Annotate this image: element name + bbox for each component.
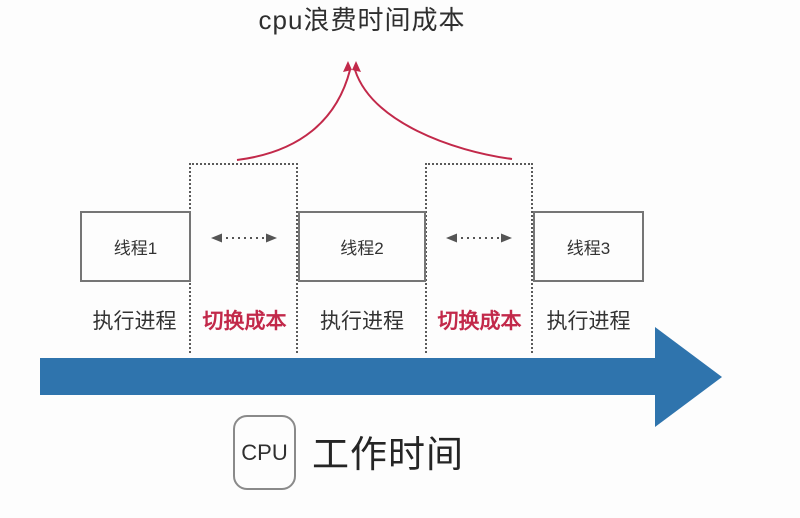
phase-label-switch-2: 切换成本 — [437, 310, 522, 333]
phase-label-switch-1: 切换成本 — [202, 310, 287, 333]
phase-label-execute-1: 执行进程 — [92, 310, 177, 333]
cpu-chip-label: CPU — [241, 439, 288, 465]
timeline-arrow-body — [40, 358, 657, 395]
switch-cost-zone-2 — [425, 163, 533, 353]
phase-label-execute-2: 执行进程 — [320, 310, 404, 333]
timeline-axis-caption: 工作时间 — [312, 434, 464, 475]
thread-label-1: 线程1 — [113, 239, 158, 258]
cpu-chip-box: CPU — [233, 415, 296, 490]
thread-label-2: 线程2 — [340, 239, 384, 258]
thread-box-3: 线程3 — [533, 211, 644, 282]
thread-box-1: 线程1 — [80, 211, 191, 282]
diagram-title: cpu浪费时间成本 — [258, 5, 466, 35]
phase-label-execute-3: 执行进程 — [546, 310, 631, 333]
timeline-arrow-head — [655, 327, 722, 427]
switch-arrow-icon-1 — [211, 233, 277, 243]
thread-box-2: 线程2 — [298, 211, 426, 282]
thread-label-3: 线程3 — [566, 239, 611, 258]
switch-arrow-icon-2 — [446, 233, 512, 243]
